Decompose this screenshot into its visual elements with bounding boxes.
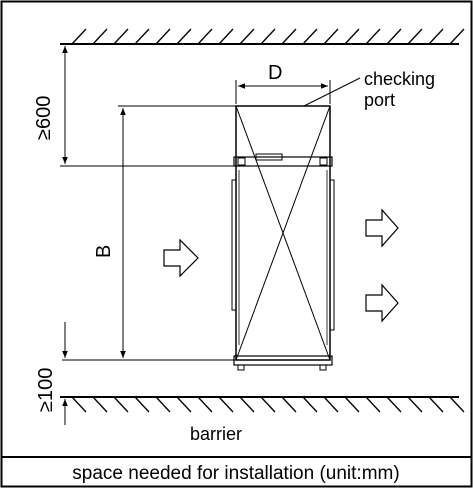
hatch-line — [365, 396, 381, 413]
unit-outline — [231, 105, 335, 371]
hatch-line — [407, 28, 423, 45]
hatch-line — [386, 396, 402, 413]
caption: space needed for installation (unit:mm) — [72, 463, 399, 484]
hatch-line — [113, 28, 129, 45]
hatch-line — [428, 396, 444, 413]
hatch-line — [239, 396, 255, 413]
hatch-line — [302, 396, 318, 413]
hatch-line — [449, 396, 465, 413]
airflow-outlet-arrow-upper — [365, 208, 399, 248]
hatch-line — [197, 28, 213, 45]
hatch-line — [92, 28, 108, 45]
airflow-inlet-arrow — [163, 238, 199, 278]
hatch-line — [176, 396, 192, 413]
height-label: B — [93, 245, 115, 258]
hatch-line — [407, 396, 423, 413]
hatch-line — [155, 396, 171, 413]
hatch-line — [71, 396, 87, 413]
top-clearance-label: ≥600 — [33, 96, 55, 140]
top-wall — [60, 28, 465, 45]
hatch-line — [92, 396, 108, 413]
airflow-outlet-arrow-lower — [365, 283, 399, 323]
height-dimension — [118, 105, 236, 361]
depth-label: D — [268, 62, 282, 84]
hatch-line — [113, 396, 129, 413]
hatch-line — [428, 28, 444, 45]
hatch-line — [281, 396, 297, 413]
checking-port-line2: port — [364, 90, 395, 110]
hatch-line — [134, 396, 150, 413]
hatch-line — [302, 28, 318, 45]
hatch-line — [197, 396, 213, 413]
hatch-line — [218, 28, 234, 45]
hatch-line — [260, 28, 276, 45]
bottom-clearance-label: ≥100 — [35, 368, 57, 412]
hatch-line — [449, 28, 465, 45]
hatch-line — [323, 28, 339, 45]
hatch-line — [176, 28, 192, 45]
checking-port-line1: checking — [364, 69, 435, 89]
hatch-line — [365, 28, 381, 45]
hatch-line — [134, 28, 150, 45]
barrier-label: barrier — [190, 424, 242, 444]
hatch-line — [281, 28, 297, 45]
top-clearance-dimension — [60, 46, 236, 167]
hatch-line — [323, 396, 339, 413]
hatch-line — [386, 28, 402, 45]
bottom-clearance-dimension — [62, 322, 118, 425]
hatch-line — [344, 28, 360, 45]
barrier-wall — [60, 396, 465, 413]
hatch-line — [260, 396, 276, 413]
hatch-line — [71, 28, 87, 45]
hatch-line — [218, 396, 234, 413]
checking-port-leader — [303, 77, 361, 107]
depth-dimension — [235, 80, 331, 104]
hatch-line — [155, 28, 171, 45]
hatch-line — [239, 28, 255, 45]
checking-port-label: checking port — [364, 69, 440, 110]
hatch-line — [344, 396, 360, 413]
